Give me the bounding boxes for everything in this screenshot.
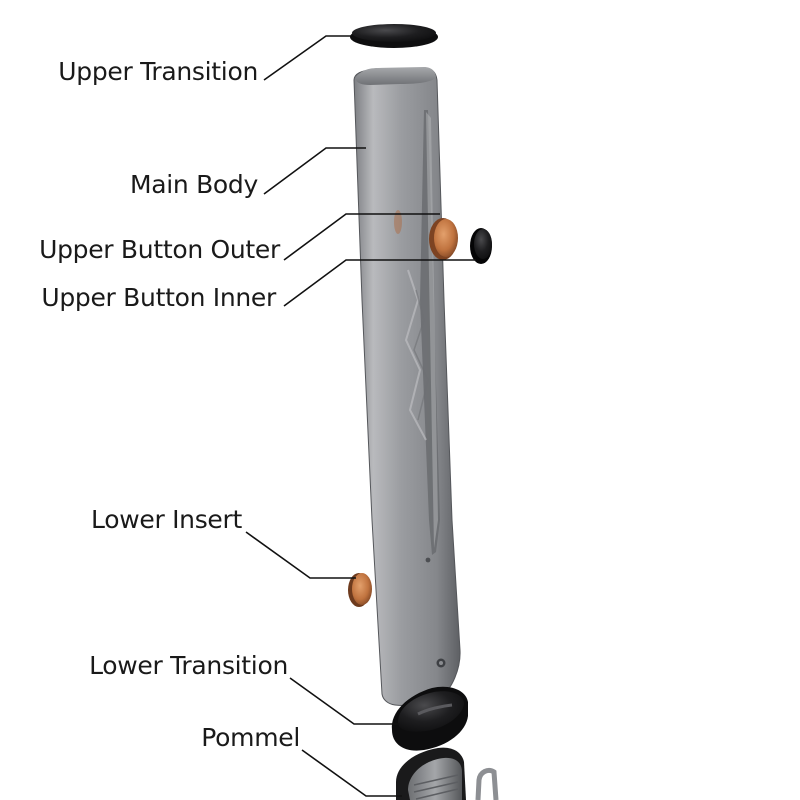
upper-transition-part [350,24,438,48]
leader-lines [245,35,476,797]
label-lower-transition: Lower Transition [89,651,288,680]
callout-labels: Upper Transition Main Body Upper Button … [39,57,300,752]
label-upper-button-inner: Upper Button Inner [41,283,277,312]
leader-upper-button-outer [283,213,440,261]
label-upper-transition: Upper Transition [58,57,258,86]
leader-upper-button-inner [283,259,476,307]
leader-lower-transition [289,677,400,725]
lower-transition-part [391,686,468,751]
upper-button-inner-part [470,228,492,264]
label-upper-button-outer: Upper Button Outer [39,235,281,264]
label-lower-insert: Lower Insert [91,505,242,534]
leader-lower-insert [245,531,356,579]
pommel-part [396,747,499,800]
label-main-body: Main Body [130,170,259,199]
upper-button-outer-part [429,218,458,260]
lower-insert-part [348,573,372,607]
leader-pommel [301,749,402,797]
main-body-part [353,67,461,706]
label-pommel: Pommel [201,723,300,752]
leader-main-body [263,147,366,195]
leader-upper-transition [263,35,352,81]
